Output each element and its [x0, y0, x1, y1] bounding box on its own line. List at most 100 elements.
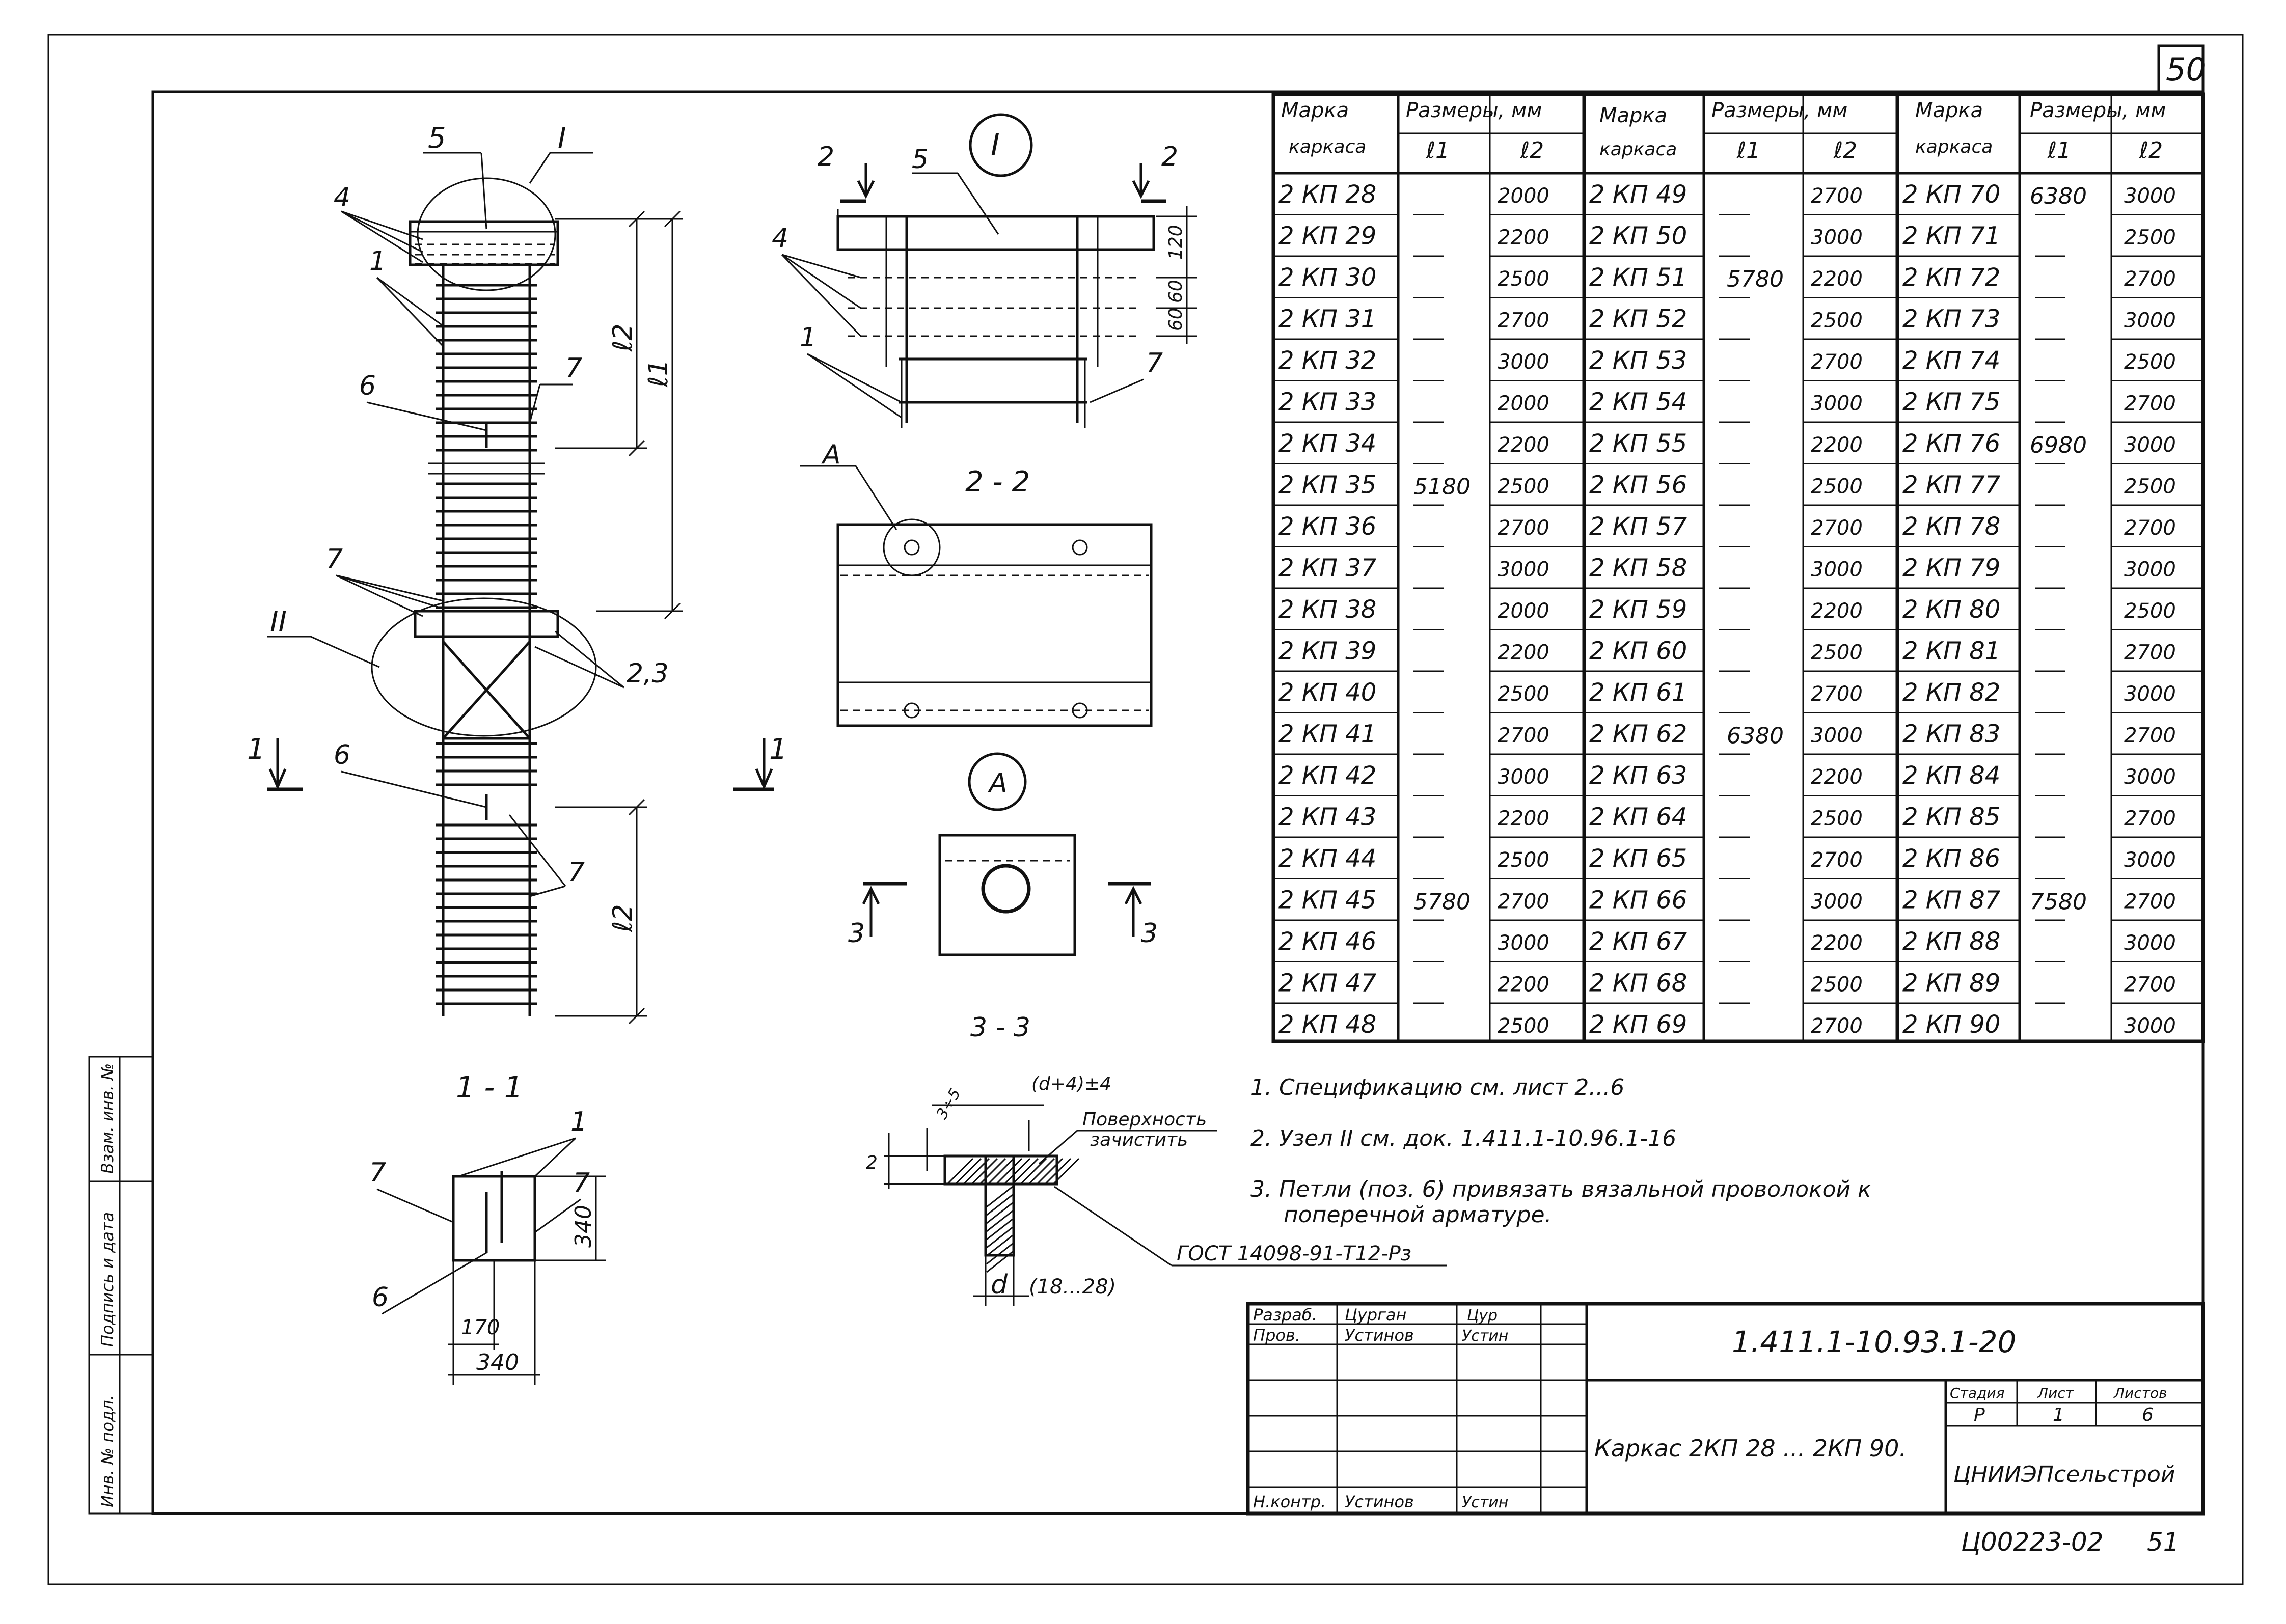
- strip-signature-date: Подпись и дата: [98, 1212, 117, 1347]
- table-l2-cell: 3000: [2124, 1014, 2176, 1038]
- weld-dim-angle: 3÷5: [933, 1086, 965, 1122]
- table-mark-cell: 2 КП 85: [1902, 803, 2000, 832]
- table-l2-cell: 3000: [2124, 309, 2176, 333]
- pos4-label: 4: [334, 182, 350, 213]
- detail-I-pos1: 1: [800, 322, 817, 353]
- table-l2-cell: 2700: [2124, 724, 2176, 748]
- table-mark-cell: 2 КП 65: [1589, 844, 1687, 873]
- table-l2-cell: 2700: [1811, 516, 1863, 540]
- sec11-pos1: 1: [570, 1107, 587, 1137]
- pos6-label-bottom: 6: [334, 740, 350, 770]
- table-l2-cell: 2000: [1498, 184, 1549, 208]
- section-2-2-title: 2 - 2: [965, 465, 1030, 499]
- table-l2-cell: 2500: [1498, 267, 1549, 291]
- left-stamp-strip: Инв. № подл. Подпись и дата Взам. инв. №: [88, 1056, 154, 1515]
- table-l2-cell: 3000: [2124, 558, 2176, 582]
- section-3-3-title: 3 - 3: [970, 1012, 1030, 1043]
- table-mark-cell: 2 КП 62: [1589, 720, 1687, 749]
- bottom-code: Ц00223-02: [1961, 1527, 2104, 1557]
- table-mark-cell: 2 КП 28: [1278, 180, 1376, 209]
- table-mark-cell: 2 КП 64: [1589, 803, 1687, 832]
- detail-I-pos7: 7: [1146, 348, 1163, 378]
- pos1-label: 1: [369, 246, 386, 277]
- tb-role-1: Пров.: [1253, 1326, 1300, 1345]
- table-mark-cell: 2 КП 73: [1902, 305, 2000, 334]
- weld-dim-top: (d+4)±4: [1031, 1074, 1111, 1094]
- table-mark-cell: 2 КП 82: [1902, 678, 2000, 707]
- detail-II-ellipse: [371, 597, 597, 737]
- table-l2-cell: 2500: [1811, 641, 1863, 665]
- detail-I-dim-60b: 60: [1165, 308, 1186, 331]
- header-l1-1: ℓ1: [1426, 137, 1450, 163]
- table-mark-cell: 2 КП 46: [1278, 927, 1376, 956]
- table-l2-cell: 2200: [1498, 973, 1549, 997]
- table-mark-cell: 2 КП 34: [1278, 429, 1376, 458]
- table-l2-cell: 3000: [2124, 765, 2176, 789]
- table-mark-cell: 2 КП 48: [1278, 1010, 1376, 1039]
- header-mark-2b: каркаса: [1599, 139, 1677, 160]
- detail-A: А 3 3: [848, 752, 1158, 956]
- table-mark-cell: 2 КП 40: [1278, 678, 1376, 707]
- roman-II-label: II: [270, 605, 287, 639]
- table-l2-cell: 2500: [1811, 475, 1863, 499]
- note-2: 2. Узел II см. док. 1.411.1-10.96.1-16: [1250, 1125, 1676, 1151]
- sec11-dim-340-h: 340: [476, 1350, 519, 1375]
- tb-sheet: 1: [2053, 1405, 2064, 1425]
- detail-A-marker-label: А: [988, 768, 1008, 799]
- table-mark-cell: 2 КП 60: [1589, 637, 1687, 666]
- detail-I-dim-120: 120: [1165, 225, 1186, 260]
- table-mark-cell: 2 КП 66: [1589, 886, 1687, 915]
- table-l2-cell: 2200: [1498, 226, 1549, 250]
- d-range-label: (18...28): [1029, 1275, 1116, 1299]
- tb-document-code: 1.411.1-10.93.1-20: [1732, 1325, 2016, 1359]
- table-mark-cell: 2 КП 54: [1589, 388, 1687, 417]
- table-mark-cell: 2 КП 81: [1902, 637, 2000, 666]
- header-mark-3b: каркаса: [1915, 136, 1993, 157]
- header-sizes-3: Размеры, мм: [2030, 99, 2166, 122]
- table-mark-cell: 2 КП 61: [1589, 678, 1687, 707]
- tb-sheet-label: Лист: [2037, 1385, 2074, 1401]
- table-l2-cell: 2700: [1811, 184, 1863, 208]
- table-l2-cell: 2000: [1498, 599, 1549, 623]
- table-l2-cell: 2700: [2124, 641, 2176, 665]
- pos6-label-top: 6: [359, 371, 376, 401]
- table-mark-cell: 2 КП 74: [1902, 346, 2000, 375]
- table-mark-cell: 2 КП 80: [1902, 595, 2000, 624]
- header-sizes-2: Размеры, мм: [1711, 99, 1847, 122]
- table-mark-cell: 2 КП 37: [1278, 554, 1377, 583]
- table-l2-cell: 3000: [1811, 890, 1863, 914]
- cut-3-right: 3: [1141, 918, 1158, 949]
- table-l2-cell: 2700: [1498, 516, 1549, 540]
- d-label: d: [991, 1270, 1008, 1300]
- table-l2-cell: 2700: [1498, 309, 1549, 333]
- table-l2-cell: 2500: [2124, 475, 2176, 499]
- table-l2-cell: 3000: [2124, 682, 2176, 706]
- tb-signature-1: Устин: [1462, 1327, 1508, 1345]
- cut-3-left: 3: [848, 918, 865, 949]
- table-mark-cell: 2 КП 52: [1589, 305, 1687, 334]
- table-mark-cell: 2 КП 31: [1278, 305, 1376, 334]
- table-l2-cell: 3000: [2124, 848, 2176, 872]
- notes: 1. Спецификацию см. лист 2...6 2. Узел I…: [1250, 1075, 1871, 1228]
- header-mark-1a: Марка: [1281, 99, 1349, 122]
- table-l2-cell: 2500: [1811, 973, 1863, 997]
- table-mark-cell: 2 КП 35: [1278, 471, 1376, 500]
- table-l2-cell: 2500: [1498, 848, 1549, 872]
- tb-name-1: Устинов: [1345, 1326, 1414, 1345]
- table-l2-cell: 3000: [2124, 433, 2176, 457]
- table-mark-cell: 2 КП 84: [1902, 761, 2000, 790]
- header-sizes-1: Размеры, мм: [1406, 99, 1542, 122]
- table-mark-cell: 2 КП 42: [1278, 761, 1376, 790]
- table-mark-cell: 2 КП 70: [1902, 180, 2000, 209]
- table-mark-cell: 2 КП 68: [1589, 969, 1687, 998]
- note-1: 1. Спецификацию см. лист 2...6: [1250, 1075, 1624, 1100]
- table-mark-cell: 2 КП 55: [1589, 429, 1687, 458]
- table-l1-cell: 6980: [2030, 432, 2087, 458]
- table-mark-cell: 2 КП 86: [1902, 844, 2000, 873]
- cut-2-right: 2: [1161, 142, 1178, 172]
- cut-1-right: 1: [769, 733, 787, 766]
- table-mark-cell: 2 КП 72: [1902, 263, 2000, 292]
- header-l1-3: ℓ1: [2047, 137, 2071, 163]
- header-mark-3a: Марка: [1915, 99, 1983, 122]
